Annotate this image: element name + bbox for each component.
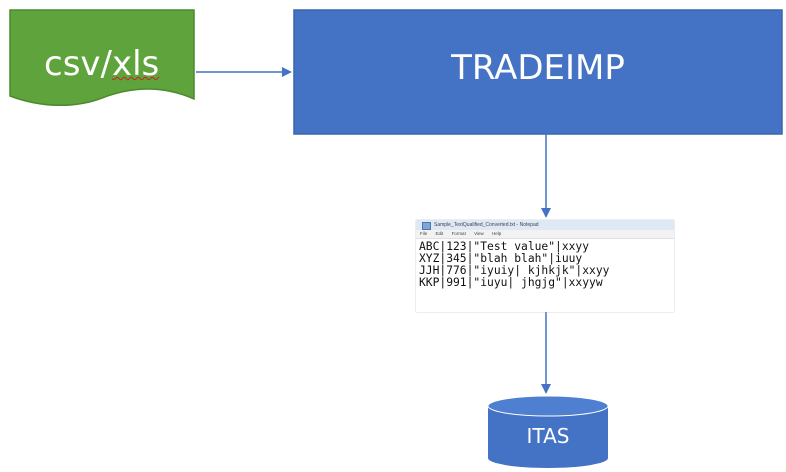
notepad-title: Sample_TextQualified_Converted.txt - Not…: [434, 222, 539, 228]
notepad-menu-bar: File Edit Format View Help: [416, 230, 674, 239]
source-document-shape: [9, 9, 195, 106]
database-cylinder: [487, 395, 609, 468]
notepad-menu-view: View: [474, 231, 484, 236]
source-label-main: csv/: [44, 44, 112, 84]
notepad-menu-help: Help: [492, 231, 502, 236]
notepad-menu-edit: Edit: [435, 231, 444, 236]
notepad-screenshot: Sample_TextQualified_Converted.txt - Not…: [416, 220, 674, 312]
notepad-menu-file: File: [420, 231, 428, 236]
file-line: KKP|991|"iuyu| jhgjg"|xxyyw: [419, 276, 603, 289]
process-box: [293, 9, 783, 135]
notepad-title-bar: Sample_TextQualified_Converted.txt - Not…: [416, 220, 674, 230]
notepad-app-icon: [422, 222, 431, 230]
file-line: XYZ|345|"blah blah"|iuuy: [419, 252, 583, 265]
database-label: ITAS: [526, 424, 570, 448]
notepad-content: ABC|123|"Test value"|xxyy XYZ|345|"blah …: [416, 239, 674, 289]
source-label: csv/xls: [44, 44, 194, 84]
source-label-underlined: xls: [111, 44, 160, 84]
file-line: JJH|776|"iyuiy| kjhkjk"|xxyy: [419, 264, 610, 277]
notepad-menu-format: Format: [451, 231, 466, 236]
file-line: ABC|123|"Test value"|xxyy: [419, 240, 590, 253]
process-label: TRADEIMP: [451, 48, 625, 88]
